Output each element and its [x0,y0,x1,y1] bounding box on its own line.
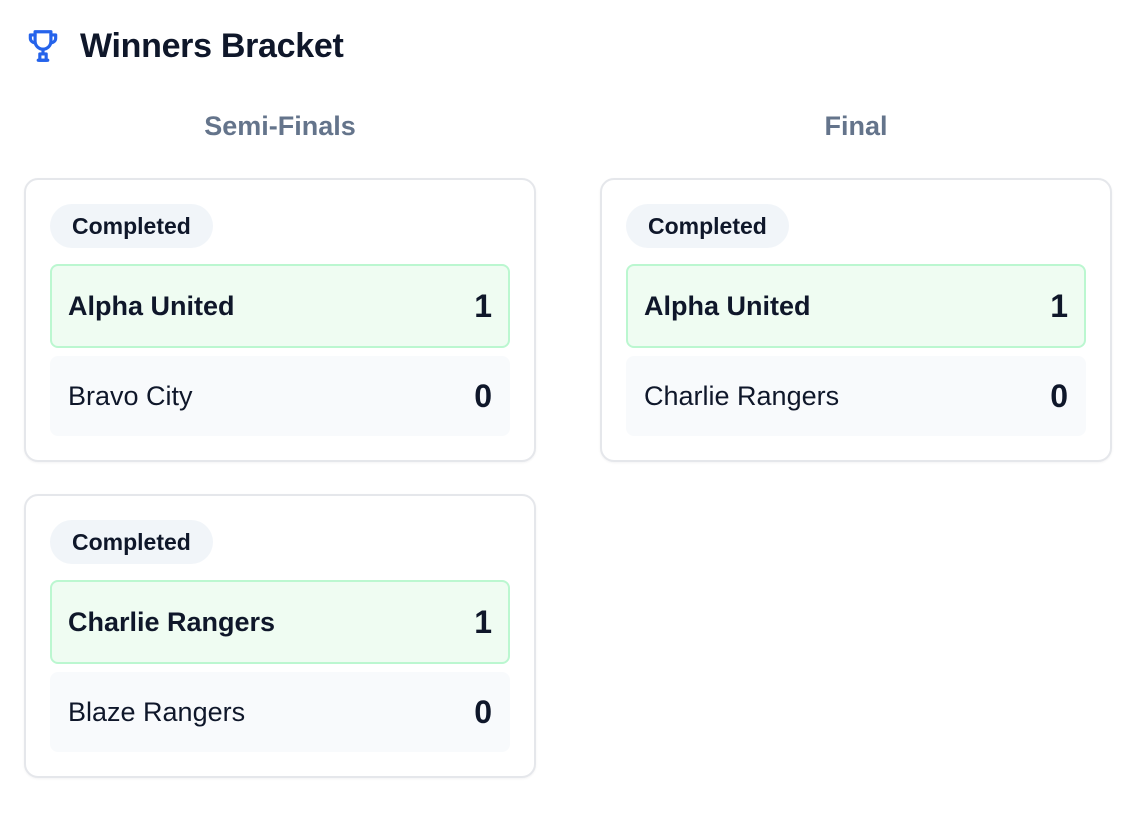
team-name: Charlie Rangers [644,380,840,411]
team-score: 1 [1050,287,1068,324]
team-row-winner[interactable]: Charlie Rangers 1 [50,580,510,664]
page-title: Winners Bracket [80,26,344,65]
team-score: 0 [474,693,492,730]
team-row-loser[interactable]: Charlie Rangers 0 [626,356,1086,436]
status-badge: Completed [626,204,789,248]
trophy-icon [28,30,58,62]
team-name: Alpha United [68,290,235,321]
match-card[interactable]: Completed Charlie Rangers 1 Blaze Ranger… [24,494,536,778]
team-row-loser[interactable]: Blaze Rangers 0 [50,672,510,752]
team-name: Charlie Rangers [68,606,276,637]
team-score: 1 [474,603,492,640]
team-name: Bravo City [68,380,193,411]
bracket-header: Winners Bracket [24,26,344,66]
team-name: Alpha United [644,290,811,321]
round-title: Final [824,111,888,141]
team-row-loser[interactable]: Bravo City 0 [50,356,510,436]
match-card[interactable]: Completed Alpha United 1 Bravo City 0 [24,178,536,462]
match-card[interactable]: Completed Alpha United 1 Charlie Rangers… [600,178,1112,462]
team-score: 0 [1050,377,1068,414]
status-badge: Completed [50,520,213,564]
team-name: Blaze Rangers [68,696,246,727]
team-row-winner[interactable]: Alpha United 1 [50,264,510,348]
round-semi-finals: Semi-Finals Completed Alpha United 1 Bra… [24,100,536,778]
round-final: Final Completed Alpha United 1 Charlie R… [600,100,1112,462]
team-row-winner[interactable]: Alpha United 1 [626,264,1086,348]
status-badge: Completed [50,204,213,248]
round-title: Semi-Finals [204,111,356,141]
team-score: 1 [474,287,492,324]
team-score: 0 [474,377,492,414]
